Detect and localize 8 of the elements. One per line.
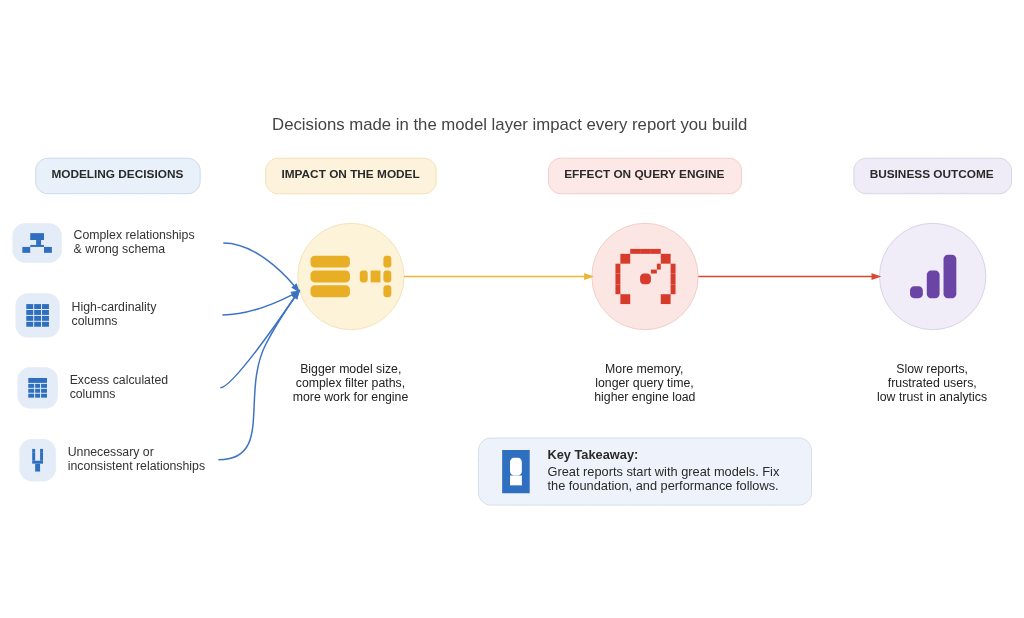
node-label: More memory, longer query time, higher engine load bbox=[594, 362, 696, 404]
node-label: Bigger model size, complex filter paths, more work for engine bbox=[292, 362, 409, 404]
node-label: Slow reports, frustrated users, low trust in analytics bbox=[877, 362, 988, 404]
node-label: Unnecessary or inconsistent relationships bbox=[67, 445, 206, 474]
node-label: High-cardinality columns bbox=[71, 300, 157, 329]
node-label: Excess calculated columns bbox=[69, 372, 169, 401]
node-label: Complex relationships & wrong schema bbox=[73, 228, 195, 256]
diagram-title: Decisions made in the model layer impact every report you build bbox=[272, 115, 748, 135]
